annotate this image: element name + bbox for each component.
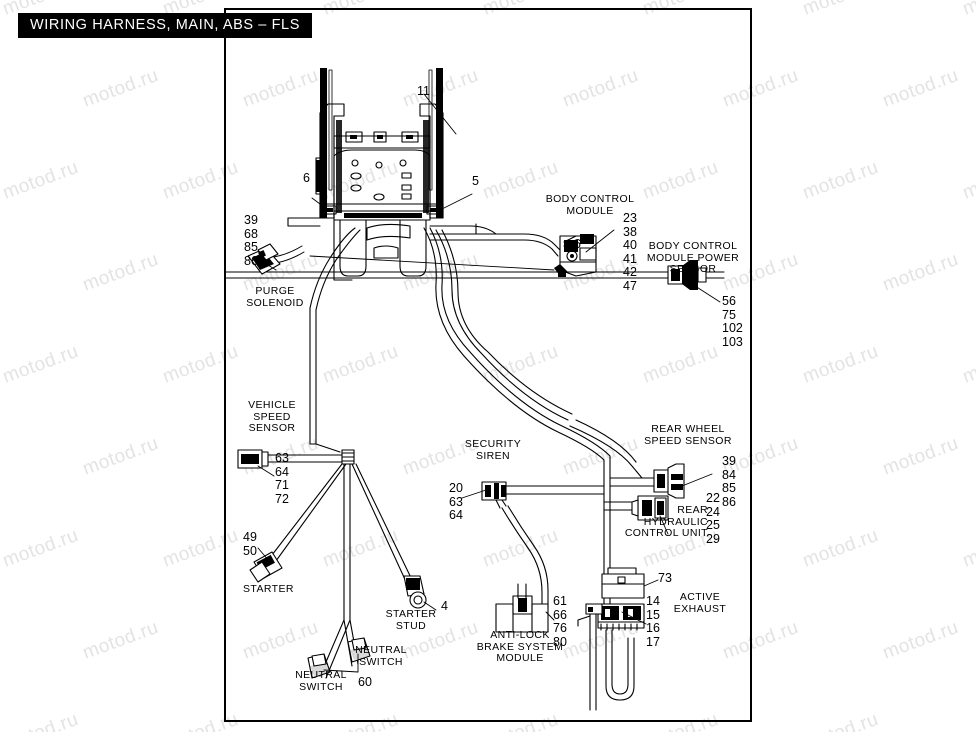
neutral-switch-left-label: NEUTRAL SWITCH [295, 669, 347, 693]
watermark-text: motod.ru [960, 709, 976, 732]
active-exhaust-art [577, 567, 645, 711]
watermark-text: motod.ru [800, 0, 882, 21]
purge-solenoid-label: PURGE SOLENOID [246, 285, 304, 309]
harness-left-branch [309, 227, 361, 445]
watermark-text: motod.ru [80, 432, 162, 480]
callout-6-frame: 6 [303, 171, 310, 185]
neutral-switch-right-label: NEUTRAL SWITCH [355, 644, 407, 668]
chassis-frame-assembly [287, 68, 444, 281]
security-siren-numbers: 20 63 64 [449, 481, 463, 522]
watermark-text: motod.ru [800, 340, 882, 388]
active-exhaust-numbers: 14 15 16 17 [646, 594, 660, 649]
callout-5-frame: 5 [472, 174, 479, 188]
abs-module-label: ANTI-LOCK BRAKE SYSTEM MODULE [476, 629, 564, 664]
watermark-text: motod.ru [960, 0, 976, 21]
watermark-text: motod.ru [0, 340, 82, 388]
rear-hydraulic-control-unit-label: REAR HYDRAULIC CONTROL UNIT [624, 504, 708, 539]
harness-junction-node [261, 443, 415, 679]
starter-label: STARTER [243, 583, 294, 595]
callout-11: 11 [417, 84, 430, 98]
callout-6-bcm: 6 [574, 237, 581, 251]
body-control-module-art [554, 234, 597, 277]
abs-module-numbers: 61 66 76 80 [553, 594, 567, 649]
watermark-text: motod.ru [80, 616, 162, 664]
watermark-text: motod.ru [960, 156, 976, 204]
watermark-text: motod.ru [880, 616, 962, 664]
neutral-switch-right-art [347, 637, 371, 663]
bcm-power-sensor-art [224, 260, 725, 290]
rear-wheel-speed-sensor-numbers: 39 84 85 86 [722, 454, 736, 509]
neutral-switch-left-art [307, 653, 331, 679]
watermark-text: motod.ru [800, 524, 882, 572]
watermark-text: motod.ru [0, 524, 82, 572]
vehicle-speed-sensor-label: VEHICLE SPEED SENSOR [248, 399, 296, 434]
body-control-module-label: BODY CONTROL MODULE [545, 193, 635, 217]
rear-hydraulic-control-unit-numbers: 22 24 25 29 [706, 491, 720, 546]
watermark-text: motod.ru [960, 524, 976, 572]
starter-stud-label: STARTER STUD [385, 608, 437, 632]
active-exhaust-label: ACTIVE EXHAUST [673, 591, 727, 615]
rear-wheel-speed-sensor-label: REAR WHEEL SPEED SENSOR [644, 423, 732, 447]
harness-center-branch [423, 227, 611, 609]
security-siren-art [481, 481, 605, 609]
security-siren-label: SECURITY SIREN [464, 438, 522, 462]
harness-bcm-lead [429, 223, 563, 257]
watermark-text: motod.ru [0, 249, 2, 297]
watermark-text: motod.ru [0, 156, 82, 204]
vehicle-speed-sensor-art [237, 449, 345, 469]
purge-solenoid-numbers: 39 68 85 86 [244, 213, 258, 268]
watermark-text: motod.ru [0, 65, 2, 113]
starter-connector-art [249, 551, 283, 583]
starter-stud-number: 4 [441, 599, 448, 613]
diagram-frame [224, 8, 752, 722]
watermark-text: motod.ru [880, 64, 962, 112]
watermark-text: motod.ru [880, 432, 962, 480]
watermark-text: motod.ru [80, 64, 162, 112]
rear-hydraulic-control-unit-art [631, 495, 669, 521]
bcm-power-sensor-numbers: 56 75 102 103 [722, 294, 743, 349]
bcm-power-sensor-label: BODY CONTROL MODULE POWER SENSOR [646, 240, 740, 275]
watermark-text: motod.ru [800, 156, 882, 204]
watermark-text: motod.ru [800, 709, 882, 732]
abs-module-art [495, 583, 549, 633]
watermark-text: motod.ru [80, 248, 162, 296]
diagram-title-banner: WIRING HARNESS, MAIN, ABS – FLS [18, 13, 312, 38]
vehicle-speed-sensor-numbers: 63 64 71 72 [275, 451, 289, 506]
neutral-switch-number: 60 [358, 675, 372, 689]
watermark-text: motod.ru [0, 433, 2, 481]
active-exhaust-upper-number: 73 [658, 571, 672, 585]
rear-wheel-speed-sensor-art [653, 463, 685, 499]
harness-secondary-branch [435, 229, 573, 421]
starter-numbers: 49 50 [243, 530, 257, 558]
starter-stud-art [403, 575, 427, 609]
watermark-text: motod.ru [0, 617, 2, 665]
leader-lines [257, 93, 721, 625]
watermark-text: motod.ru [960, 340, 976, 388]
body-control-module-numbers: 23 38 40 41 42 47 [623, 211, 637, 293]
watermark-text: motod.ru [0, 709, 82, 732]
wiring-diagram-artwork [224, 68, 725, 711]
watermark-text: motod.ru [880, 248, 962, 296]
